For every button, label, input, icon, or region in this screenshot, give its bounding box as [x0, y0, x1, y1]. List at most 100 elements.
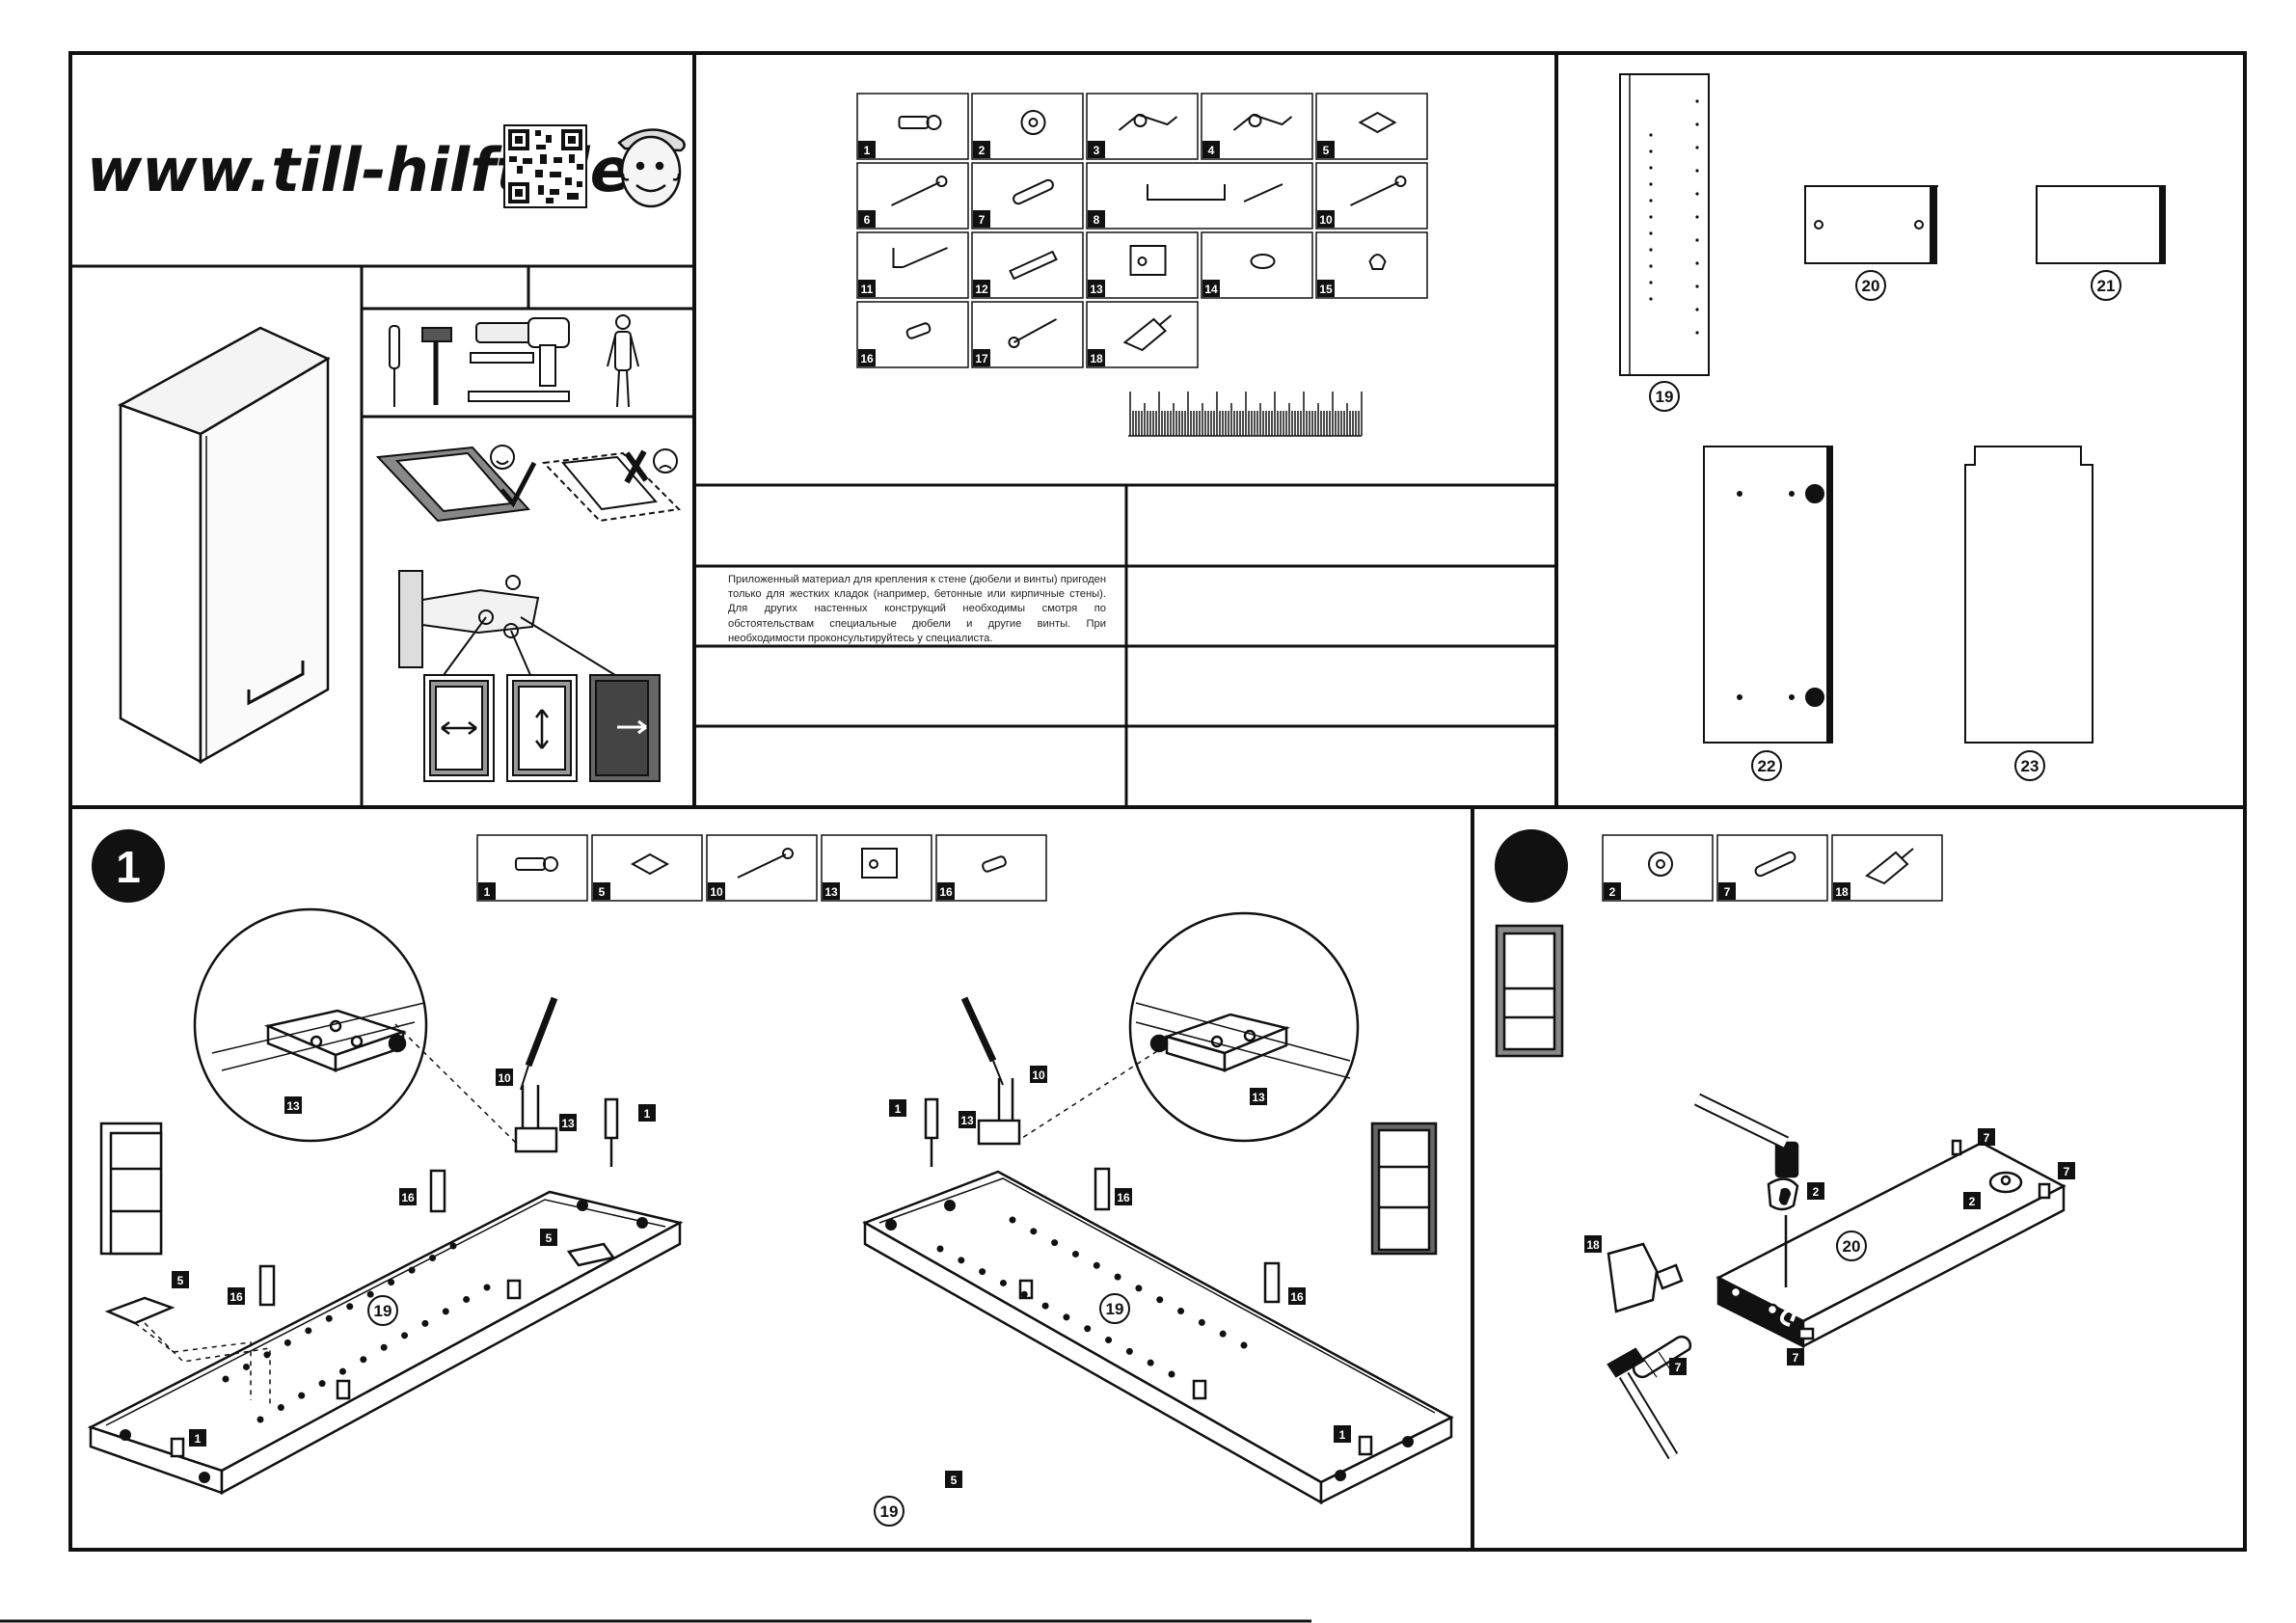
part-number-text: 18 — [1090, 352, 1103, 365]
shelf-hole — [380, 1343, 388, 1351]
part-number-box — [973, 210, 990, 228]
part-number-text: 16 — [230, 1290, 243, 1304]
part-number-box — [1202, 280, 1220, 297]
step-part-5: 5 — [591, 834, 703, 902]
part-number-box — [858, 349, 876, 366]
panel-label-text: 22 — [1758, 757, 1776, 775]
bolt-head-icon — [926, 115, 942, 130]
legend-cell-10: 10 — [1315, 162, 1428, 230]
part-number-text: 7 — [1984, 1131, 1990, 1145]
part-number-box — [1088, 141, 1105, 158]
part-number-tag-14: 14 — [1202, 280, 1220, 297]
hinge-icon — [1118, 113, 1178, 131]
shelf-hole — [1649, 248, 1653, 252]
shelf-hole — [1695, 238, 1699, 242]
part-number-box — [496, 1068, 513, 1086]
part-number-tag-11: 11 — [858, 280, 876, 297]
shelf-hole — [1695, 169, 1699, 173]
part-number-text: 16 — [939, 885, 953, 899]
panel-callout-text: 20 — [1843, 1237, 1861, 1256]
part-number-text: 13 — [1252, 1091, 1265, 1104]
peg-icon — [982, 855, 1007, 873]
screw-head-icon — [935, 176, 948, 187]
panel-label-text: 20 — [1862, 277, 1880, 295]
part-number-text: 2 — [1969, 1195, 1976, 1208]
shelf-hole — [1125, 1347, 1133, 1355]
shelf-hole — [1695, 192, 1699, 196]
part-number-text: 7 — [1724, 885, 1731, 899]
shelf-hole — [1695, 215, 1699, 219]
shelf-hole — [1093, 1261, 1100, 1269]
part-number-box — [973, 349, 990, 366]
panel-callout-p19: 19 — [1099, 1293, 1130, 1324]
screw-head-icon — [782, 848, 794, 859]
shelf-hole — [421, 1319, 429, 1327]
step-part-2: 2 — [1602, 834, 1714, 902]
panel-label-circle — [2014, 750, 2045, 781]
shelf-hole — [1198, 1318, 1205, 1326]
panel-callout-text: 19 — [374, 1302, 392, 1320]
part-number-text: 16 — [1117, 1191, 1130, 1204]
shelf-hole — [284, 1339, 291, 1346]
part-number-tag-p5: 5 — [172, 1271, 189, 1288]
part-number-box — [1030, 1066, 1047, 1083]
part-number-box — [1833, 882, 1850, 900]
part-number-text: 1 — [1339, 1428, 1346, 1442]
part-number-tag-p16: 16 — [1288, 1287, 1306, 1305]
part-number-text: 2 — [1813, 1185, 1820, 1199]
bolt-head-icon — [543, 856, 558, 872]
glue-tube-icon — [1122, 317, 1167, 352]
part-number-tag-3: 3 — [1088, 141, 1105, 158]
part-number-tag-1: 1 — [478, 882, 496, 900]
disclaimer-text: Приложенный материал для крепления к сте… — [728, 574, 1106, 644]
screw-head-icon — [1394, 176, 1407, 187]
part-number-tag-5: 5 — [1317, 141, 1335, 158]
part-number-box — [1807, 1182, 1824, 1200]
panel-label-text: 19 — [1656, 388, 1674, 406]
shelf-hole — [1695, 99, 1699, 103]
part-number-text: 5 — [177, 1274, 184, 1287]
wooden-dowel-icon — [1754, 851, 1796, 878]
part-number-box — [1115, 1188, 1132, 1205]
part-number-tag-10: 10 — [1317, 210, 1335, 228]
legend-cell-frame — [1201, 231, 1313, 299]
part-number-tag-p5: 5 — [945, 1471, 962, 1488]
part-number-box — [1317, 141, 1335, 158]
part-number-box — [858, 210, 876, 228]
step-part-16: 16 — [935, 834, 1047, 902]
part-number-tag-4: 4 — [1202, 141, 1220, 158]
shelf-hole — [1649, 166, 1653, 170]
shelf-hole — [429, 1255, 437, 1262]
part-number-box — [172, 1271, 189, 1288]
handle-screw-icon — [1243, 183, 1283, 203]
part-number-text: 10 — [710, 885, 723, 899]
part-number-box — [1288, 1287, 1306, 1305]
part-number-text: 18 — [1586, 1238, 1600, 1252]
shelf-hole — [1649, 264, 1653, 268]
part-number-text: 1 — [484, 885, 491, 899]
glue-nozzle-icon — [1901, 848, 1914, 859]
shelf-hole — [449, 1242, 457, 1250]
part-number-tag-p13: 13 — [559, 1114, 577, 1131]
step-part-1: 1 — [476, 834, 588, 902]
shelf-hole — [1219, 1330, 1227, 1338]
corner-hole — [1402, 1436, 1414, 1447]
part-number-box — [1978, 1128, 1995, 1146]
nail-icon — [1013, 318, 1057, 343]
corner-hole — [120, 1429, 131, 1441]
panel-callout-text: 19 — [1106, 1300, 1124, 1318]
part-number-tag-10: 10 — [708, 882, 725, 900]
part-number-box — [540, 1229, 557, 1246]
shelf-hole — [1695, 284, 1699, 288]
shelf-hole — [360, 1356, 367, 1364]
part-number-text: 11 — [861, 283, 874, 296]
step-part-10: 10 — [706, 834, 818, 902]
shelf-hole — [318, 1380, 326, 1388]
shelf-hole — [1649, 215, 1653, 219]
legend-cell-12: 12 — [971, 231, 1084, 299]
part-number-tag-p1: 1 — [1334, 1425, 1351, 1443]
part-number-tag-5: 5 — [593, 882, 610, 900]
shelf-hole — [1649, 281, 1653, 284]
shelf-hole — [1147, 1359, 1154, 1366]
part-number-tag-13: 13 — [823, 882, 840, 900]
